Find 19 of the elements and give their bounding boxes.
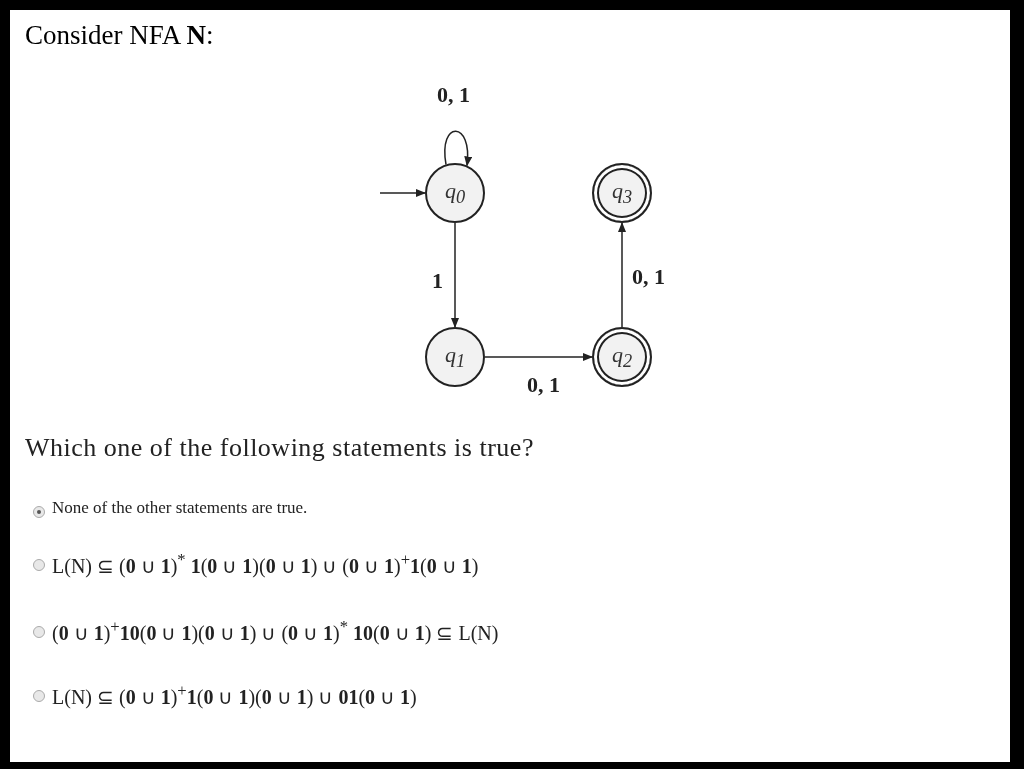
state-name: q$_{1}$ bbox=[444, 341, 466, 373]
arrow bbox=[484, 353, 593, 361]
question-text: Which one of the following statements is true? bbox=[25, 433, 534, 463]
accept-state-circle bbox=[592, 327, 652, 387]
arrow bbox=[618, 222, 626, 328]
title: Consider NFA N: bbox=[25, 20, 214, 51]
state-name: q$_{0}$ bbox=[444, 177, 466, 209]
arrow bbox=[451, 222, 459, 328]
option-text: None of the other statements are true. bbox=[52, 498, 308, 518]
state-circle bbox=[425, 163, 485, 223]
option-text: L(N) ⊆ (0 ∪ 1)$^{*}$ 1(0 ∪ 1)(0 ∪ 1) ∪ (0 ∪ 1)$^{+}$1(0 ∪ 1) bbox=[52, 550, 479, 578]
arrow bbox=[444, 130, 472, 167]
accept-state-circle bbox=[592, 163, 652, 223]
state-name: q$_{3}$ bbox=[611, 177, 633, 209]
option-text: (0 ∪ 1)$^{+}$10(0 ∪ 1)(0 ∪ 1) ∪ (0 ∪ 1)$^{*}$ 10(0 ∪ 1) ⊆ L(N) bbox=[52, 617, 499, 645]
state-circle bbox=[425, 327, 485, 387]
option-text: L(N) ⊆ (0 ∪ 1)$^{+}$1(0 ∪ 1)(0 ∪ 1) ∪ 01(0 ∪ 1) bbox=[52, 681, 417, 709]
arrow bbox=[379, 189, 426, 197]
state-name: q$_{2}$ bbox=[611, 341, 633, 373]
